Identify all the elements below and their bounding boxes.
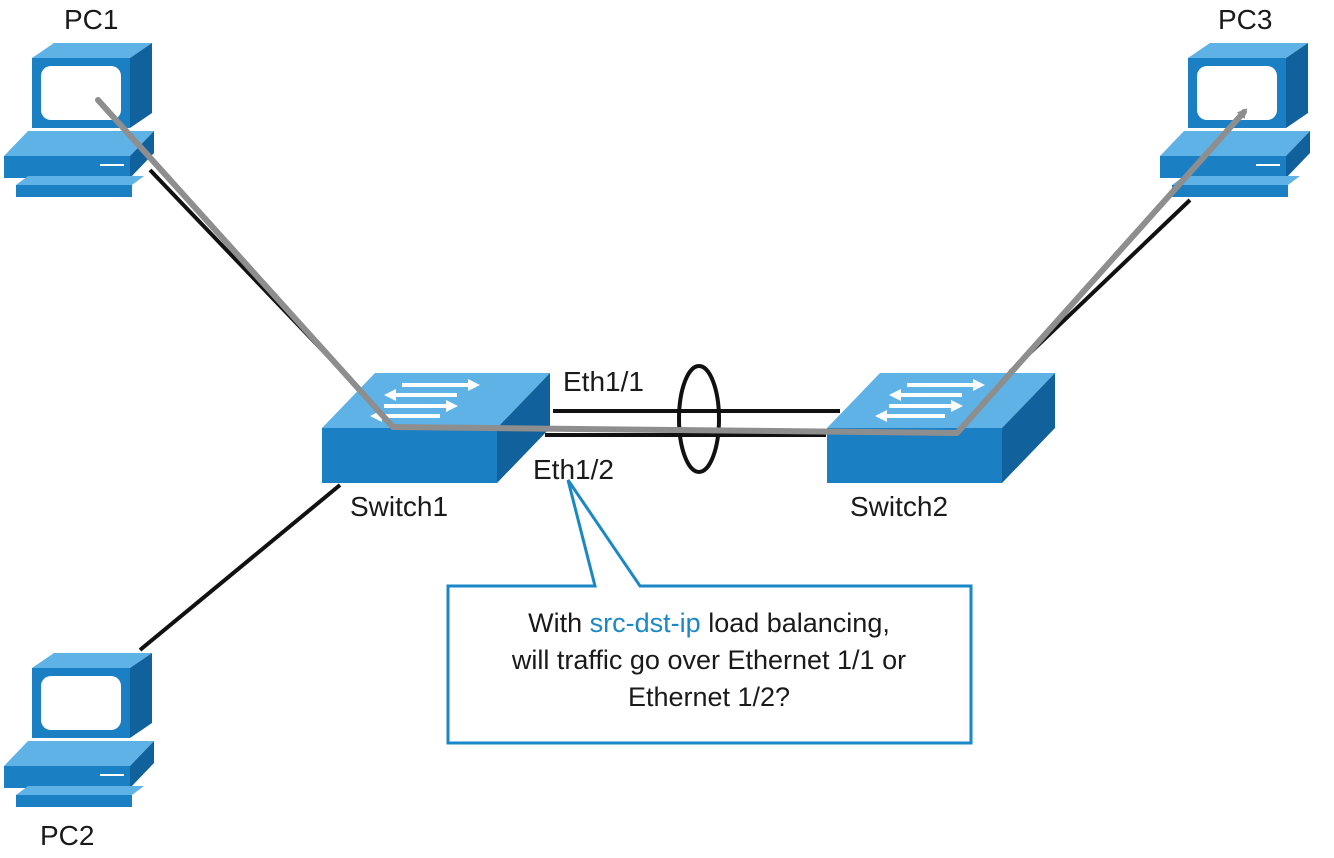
pc3-label: PC3 [1218,4,1273,35]
callout-keyword: src-dst-ip [589,608,701,638]
pc2-icon [3,652,155,808]
port-channel-bundle [677,364,721,474]
pc1-icon [3,42,155,198]
switch1-label: Switch1 [350,491,449,522]
interface-label-eth1-2: Eth1/2 [533,454,614,485]
callout-prefix: With [528,608,590,638]
link-pc2-switch1 [138,483,342,652]
callout-line-3: Ethernet 1/2? [627,682,791,712]
callout-line-1: With src-dst-ip load balancing, [448,605,970,642]
switch2-label: Switch2 [850,491,949,522]
traffic-path-arrow [95,97,1248,436]
pc1-label: PC1 [64,4,119,35]
callout-line-2: will traffic go over Ethernet 1/1 or [511,645,907,675]
callout-bubble [446,479,973,745]
interface-label-eth1-1: Eth1/1 [563,366,644,397]
switch2-icon [825,371,1057,485]
pc2-label: PC2 [40,820,95,851]
callout-text: With src-dst-ip load balancing, will tra… [448,605,970,716]
callout-line1-rest: load balancing, [700,608,890,638]
